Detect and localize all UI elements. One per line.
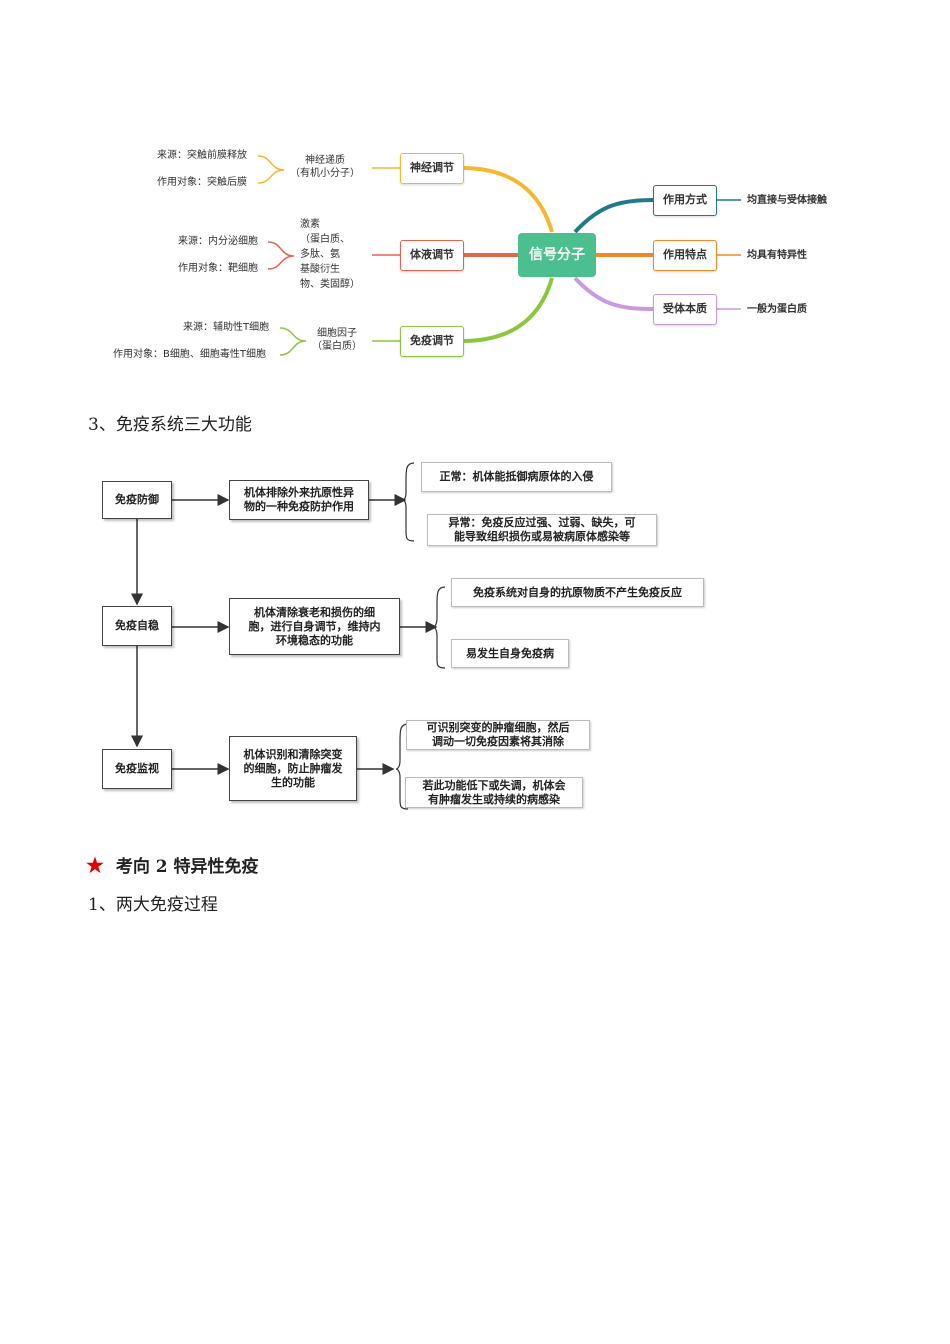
substance-line: 多肽、氨 <box>300 249 340 260</box>
note-line: 能导致组织损伤或易被病原体感染等 <box>454 530 630 543</box>
substance-line: （蛋白质、 <box>300 234 350 245</box>
kaoxiang2-title: 考向 2 特异性免疫 <box>115 857 259 877</box>
note-line: 若此功能低下或失调，机体会 <box>422 778 566 792</box>
desc-line: 机体排除外来抗原性异 <box>244 486 354 499</box>
desc-line: 胞，进行自身调节，维持内 <box>248 619 381 633</box>
note-line: 调动一切免疫因素将其消除 <box>432 735 564 748</box>
substance-line: （有机小分子） <box>290 168 360 179</box>
mindmap-detail-humoral-source: 来源：内分泌细胞 <box>178 236 258 247</box>
mindmap-value-feature: 均具有特异性 <box>747 250 807 261</box>
substance-line: 基酸衍生 <box>300 264 340 275</box>
mindmap-center-node: 信号分子 <box>518 233 596 277</box>
desc-line: 机体识别和清除突变 <box>243 747 343 761</box>
substance-line: 细胞因子 <box>317 328 357 339</box>
mindmap-substance-nerve: 神经递质 （有机小分子） <box>290 154 360 180</box>
mindmap-detail-nerve-target: 作用对象：突触后膜 <box>157 177 247 188</box>
section-heading-3: 3、免疫系统三大功能 <box>88 415 252 435</box>
note-line: 有肿瘤发生或持续的病感染 <box>428 792 560 806</box>
desc-line: 环境稳态的功能 <box>276 633 353 647</box>
flowchart-note-surveillance-1: 可识别突变的肿瘤细胞，然后 调动一切免疫因素将其消除 <box>406 720 590 750</box>
mindmap-detail-immune-target: 作用对象：B细胞、细胞毒性T细胞 <box>113 349 266 360</box>
section-heading-kaoxiang2: ★ 考向 2 特异性免疫 <box>86 852 259 877</box>
desc-line: 机体清除衰老和损伤的细 <box>254 605 375 619</box>
flowchart-note-surveillance-2: 若此功能低下或失调，机体会 有肿瘤发生或持续的病感染 <box>405 777 583 808</box>
star-icon: ★ <box>86 853 104 877</box>
mindmap-node-feature: 作用特点 <box>653 240 717 271</box>
mindmap-node-humoral: 体液调节 <box>400 240 464 271</box>
mindmap-value-receptor: 一般为蛋白质 <box>747 304 807 315</box>
flowchart-note-homeostasis-1: 免疫系统对自身的抗原物质不产生免疫反应 <box>451 578 704 607</box>
mindmap-connectors <box>257 155 741 356</box>
flowchart-box-homeostasis: 免疫自稳 <box>102 606 172 646</box>
flowchart-connectors <box>131 462 446 810</box>
mindmap-detail-humoral-target: 作用对象：靶细胞 <box>178 263 258 274</box>
note-line: 异常：免疫反应过强、过弱、缺失，可 <box>448 516 636 529</box>
desc-line: 生的功能 <box>271 775 315 789</box>
flowchart-note-defense-normal: 正常：机体能抵御病原体的入侵 <box>421 462 612 492</box>
flowchart-box-defense: 免疫防御 <box>102 481 172 519</box>
note-line: 可识别突变的肿瘤细胞，然后 <box>426 721 570 734</box>
mindmap-substance-humoral: 激素 （蛋白质、 多肽、氨 基酸衍生 物、类固醇） <box>300 217 360 292</box>
mindmap-node-immune: 免疫调节 <box>400 326 464 357</box>
section-heading-1: 1、两大免疫过程 <box>88 895 218 915</box>
flowchart-desc-homeostasis: 机体清除衰老和损伤的细 胞，进行自身调节，维持内 环境稳态的功能 <box>229 598 400 655</box>
substance-line: （蛋白质） <box>312 341 362 352</box>
desc-line: 物的一种免疫防护作用 <box>244 500 354 513</box>
mindmap-node-receptor: 受体本质 <box>653 294 717 325</box>
flowchart-desc-defense: 机体排除外来抗原性异 物的一种免疫防护作用 <box>229 480 369 520</box>
mindmap-detail-immune-source: 来源：辅助性T细胞 <box>183 322 270 333</box>
substance-line: 激素 <box>300 219 320 230</box>
mindmap-node-mode: 作用方式 <box>653 185 717 216</box>
mindmap-node-nerve: 神经调节 <box>400 153 464 184</box>
flowchart-desc-surveillance: 机体识别和清除突变 的细胞，防止肿瘤发 生的功能 <box>229 736 357 801</box>
mindmap-detail-nerve-source: 来源：突触前膜释放 <box>157 150 247 161</box>
mindmap-value-mode: 均直接与受体接触 <box>747 195 827 206</box>
substance-line: 神经递质 <box>305 155 345 166</box>
flowchart-box-surveillance: 免疫监视 <box>102 749 172 789</box>
desc-line: 的细胞，防止肿瘤发 <box>243 761 343 775</box>
substance-line: 物、类固醇） <box>300 279 360 290</box>
flowchart-note-defense-abnormal: 异常：免疫反应过强、过弱、缺失，可 能导致组织损伤或易被病原体感染等 <box>427 514 657 546</box>
mindmap-substance-immune: 细胞因子 （蛋白质） <box>312 327 362 353</box>
flowchart-note-homeostasis-2: 易发生自身免疫病 <box>451 639 569 668</box>
